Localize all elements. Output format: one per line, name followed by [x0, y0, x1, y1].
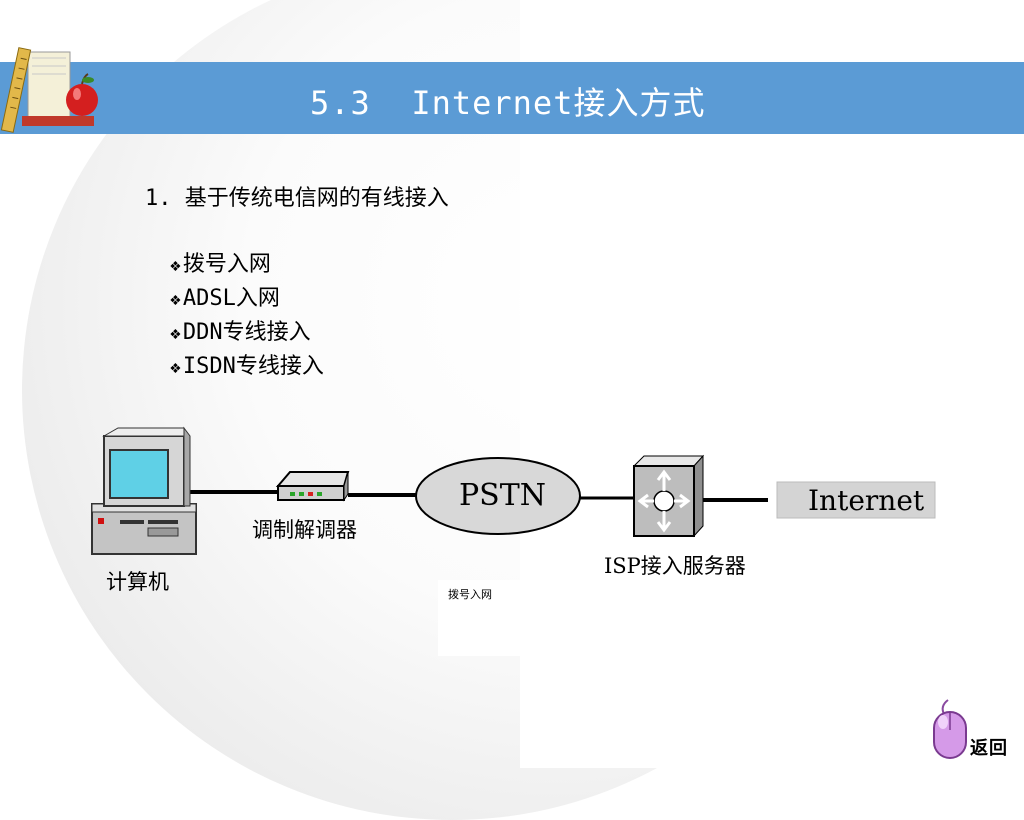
list-item: ❖DDN专线接入 [170, 320, 311, 345]
diamond-bullet-icon: ❖ [170, 255, 181, 276]
pstn-label: PSTN [459, 478, 546, 513]
isp-server-label: ISP接入服务器 [604, 554, 746, 578]
modem-label: 调制解调器 [252, 518, 357, 542]
bullet-list: ❖拨号入网 ❖ADSL入网 ❖DDN专线接入 ❖ISDN专线接入 [170, 248, 324, 384]
diamond-bullet-icon: ❖ [170, 357, 181, 378]
isp-server-icon [632, 454, 705, 538]
caption-box [438, 580, 550, 656]
computer-label: 计算机 [106, 570, 169, 594]
section-heading: 1. 基于传统电信网的有线接入 [145, 186, 449, 211]
list-item: ❖ADSL入网 [170, 286, 280, 311]
computer-icon [91, 426, 197, 555]
mouse-icon [933, 699, 967, 759]
ruler-apple-logo-icon [0, 47, 98, 133]
return-button[interactable] [930, 696, 1024, 762]
modem-icon [275, 471, 350, 502]
title-bar [0, 62, 1024, 134]
list-item: ❖ISDN专线接入 [170, 354, 324, 379]
list-item: ❖拨号入网 [170, 252, 271, 277]
internet-box [776, 481, 936, 519]
diamond-bullet-icon: ❖ [170, 289, 181, 310]
internet-label: Internet [808, 484, 925, 517]
pstn-ellipse [415, 457, 581, 535]
diagram-caption: 拨号入网 [448, 588, 492, 601]
slide-title: 5.3 Internet接入方式 [310, 84, 706, 122]
diamond-bullet-icon: ❖ [170, 323, 181, 344]
return-label[interactable]: 返回 [970, 738, 1008, 759]
network-diagram [91, 426, 936, 555]
